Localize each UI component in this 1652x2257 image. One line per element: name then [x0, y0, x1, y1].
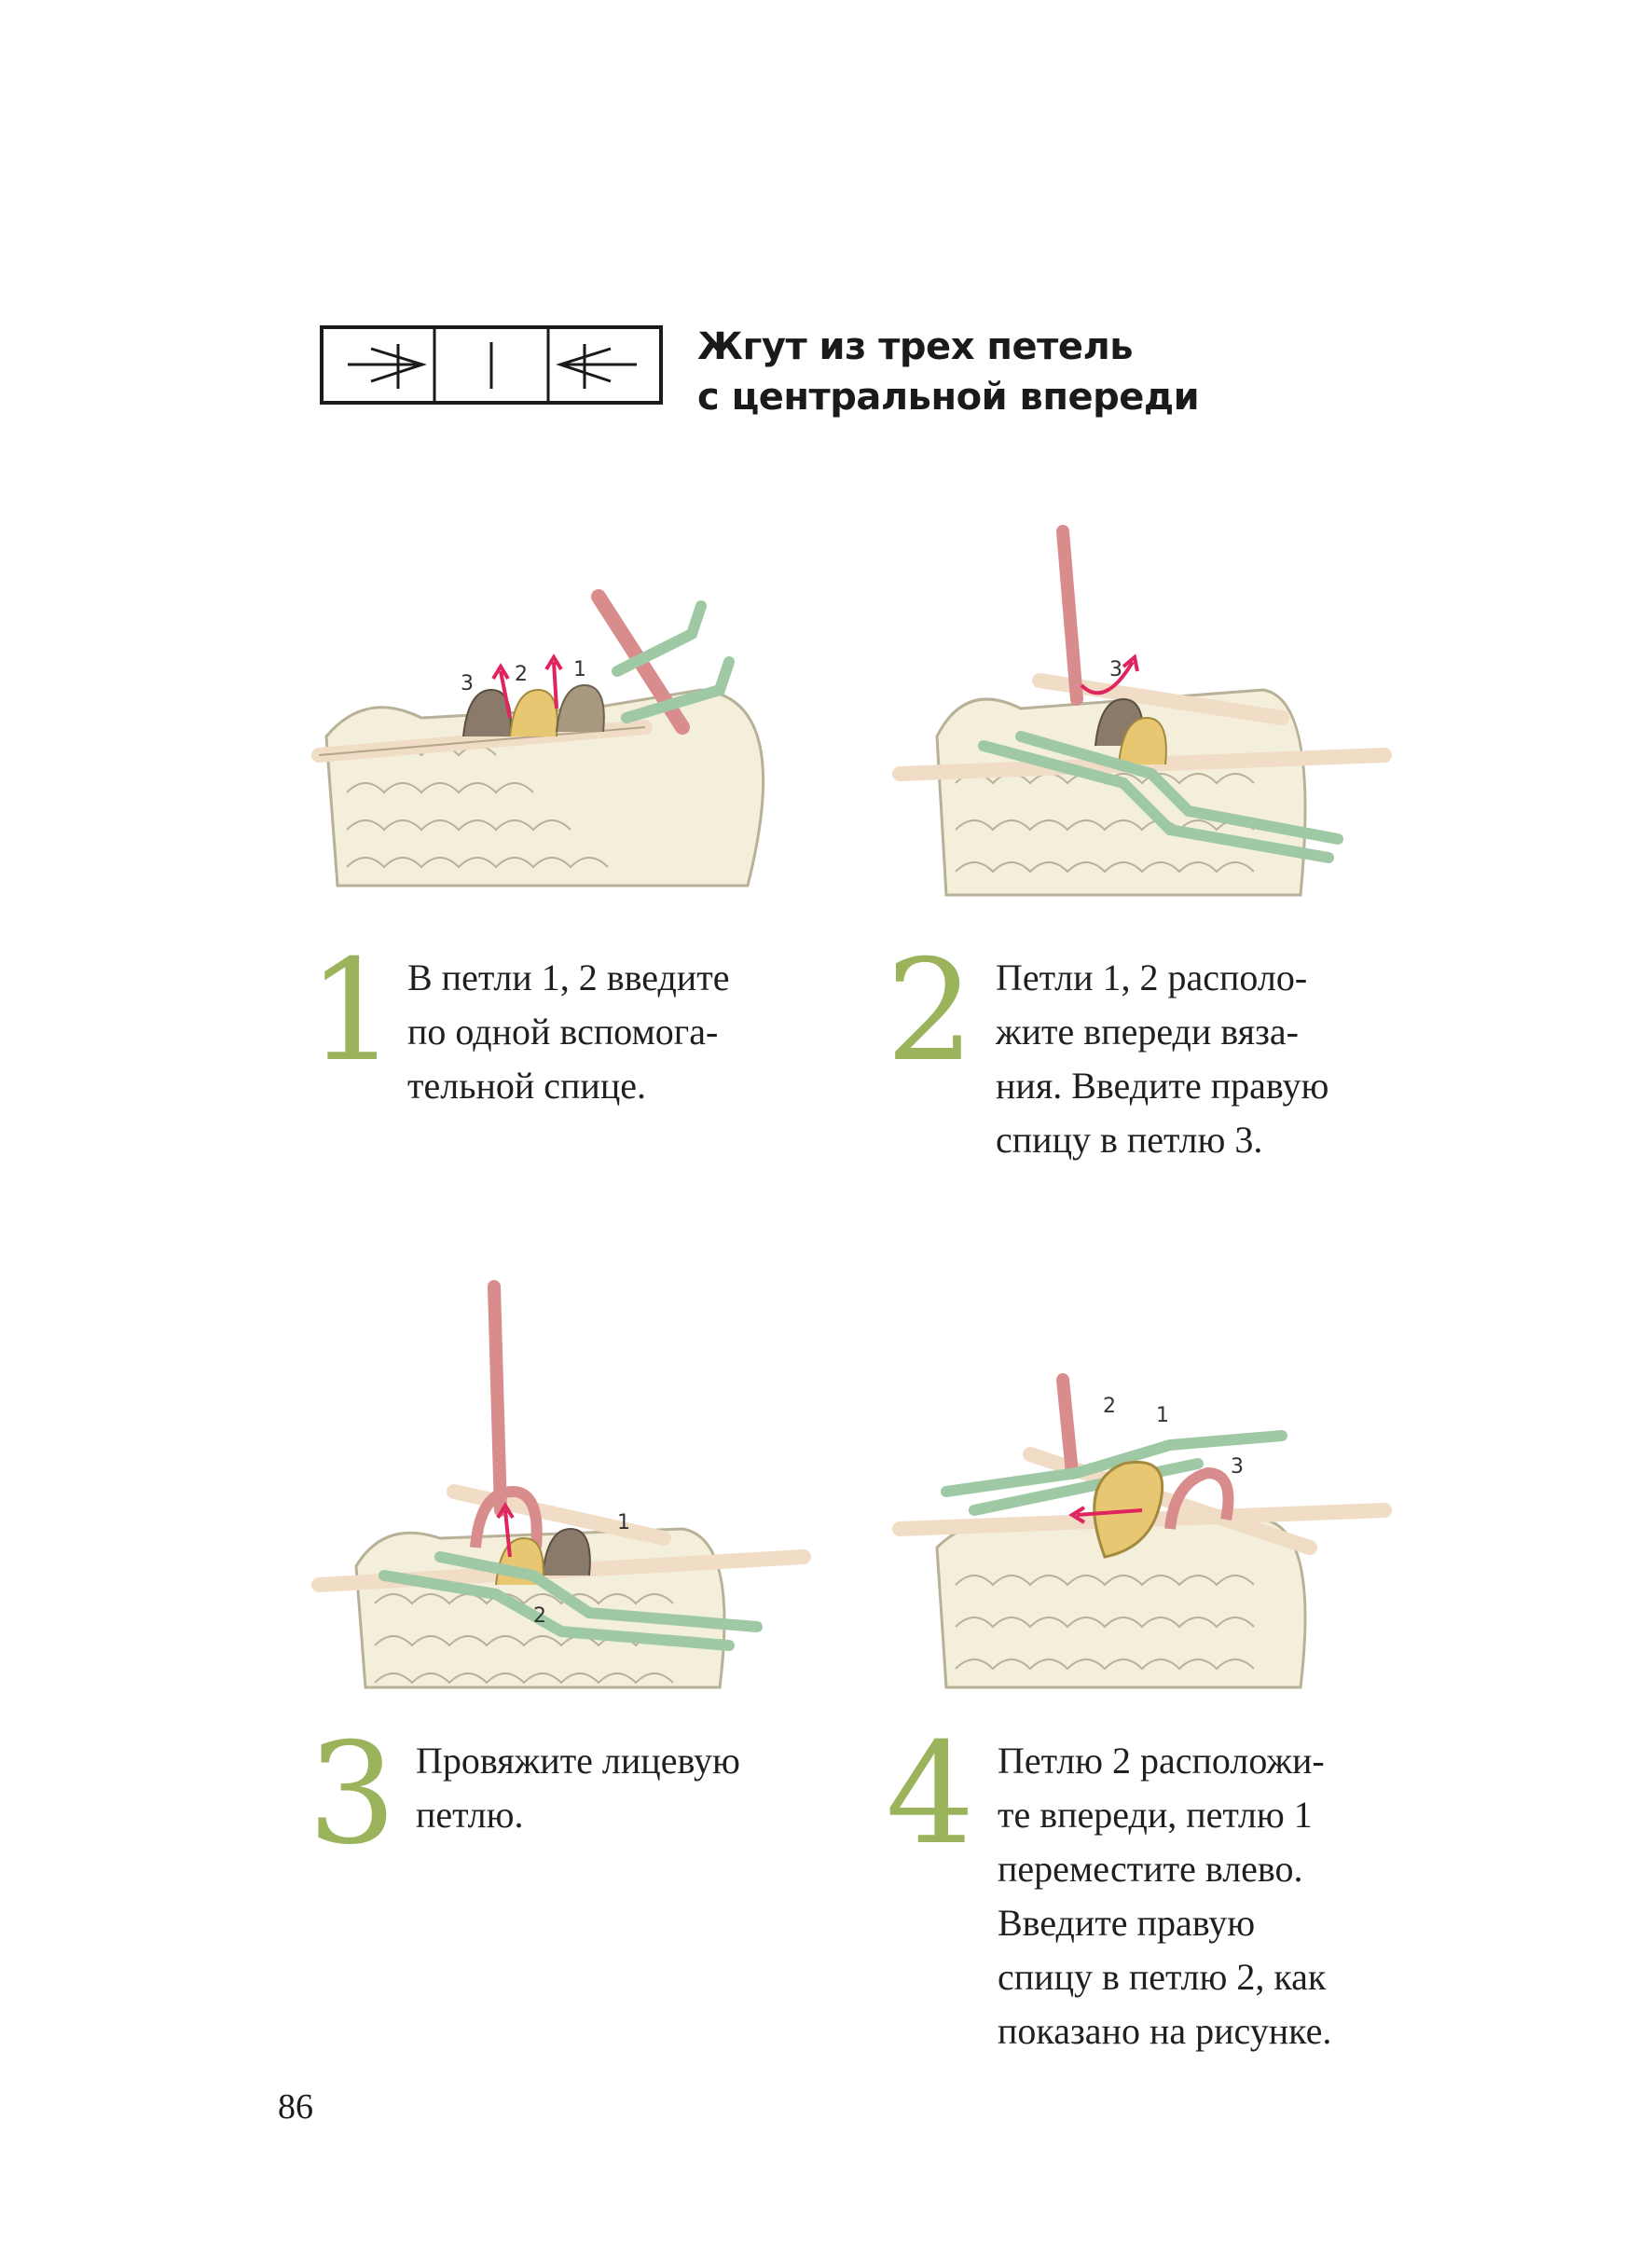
step-number-4: 4 — [886, 1713, 975, 1876]
step-1-illustration: 3 2 1 — [311, 589, 765, 888]
heading-line-1: Жгут из трех петель — [697, 325, 1134, 368]
step-3-instructions: Провяжите лицевую петлю. — [416, 1734, 740, 1842]
cable-chart-symbol — [320, 325, 663, 405]
loop-label-2: 2 — [515, 663, 528, 686]
loop-label-3: 3 — [461, 672, 474, 695]
step-1-instructions: В петли 1, 2 введите по одной вспомога- … — [407, 951, 729, 1113]
text-line: показано на рисунке. — [998, 2010, 1332, 2052]
text-line: Петли 1, 2 располо- — [996, 956, 1308, 998]
step-4-instructions: Петлю 2 расположи- те впереди, петлю 1 п… — [998, 1734, 1331, 2058]
loop-label-3: 3 — [1109, 658, 1122, 681]
text-line: Провяжите лицевую — [416, 1740, 740, 1782]
step-number-3: 3 — [308, 1713, 397, 1876]
text-line: Введите правую — [998, 1902, 1256, 1944]
text-line: ния. Введите правую — [996, 1065, 1329, 1107]
text-line: по одной вспомога- — [407, 1011, 719, 1053]
loop-label-3: 3 — [1231, 1455, 1244, 1479]
loop-label-1: 1 — [617, 1511, 630, 1534]
heading-line-2: с центральной впереди — [697, 376, 1200, 419]
page-number: 86 — [278, 2087, 313, 2126]
text-line: спицу в петлю 2, как — [998, 1956, 1327, 1998]
loop-label-2: 2 — [533, 1604, 546, 1628]
text-line: тельной спице. — [407, 1065, 646, 1107]
text-line: В петли 1, 2 введите — [407, 956, 730, 998]
step-number-2: 2 — [886, 930, 975, 1093]
text-line: спицу в петлю 3. — [996, 1119, 1263, 1161]
step-2-instructions: Петли 1, 2 располо- жите впереди вяза- н… — [996, 951, 1328, 1167]
step-3-illustration: 1 2 — [311, 1280, 811, 1689]
step-4-illustration: 2 1 3 — [892, 1373, 1392, 1689]
text-line: жите впереди вяза- — [996, 1011, 1299, 1053]
loop-label-2: 2 — [1103, 1395, 1116, 1418]
text-line: переместите влево. — [998, 1848, 1303, 1890]
loop-label-1: 1 — [1156, 1404, 1169, 1427]
step-2-illustration: 3 — [892, 525, 1392, 897]
step-number-1: 1 — [308, 930, 397, 1093]
loop-label-1: 1 — [573, 658, 586, 681]
section-heading: Жгут из трех петель с центральной вперед… — [697, 322, 1350, 422]
text-line: те впереди, петлю 1 — [998, 1794, 1313, 1836]
text-line: петлю. — [416, 1794, 524, 1836]
text-line: Петлю 2 расположи- — [998, 1740, 1325, 1782]
